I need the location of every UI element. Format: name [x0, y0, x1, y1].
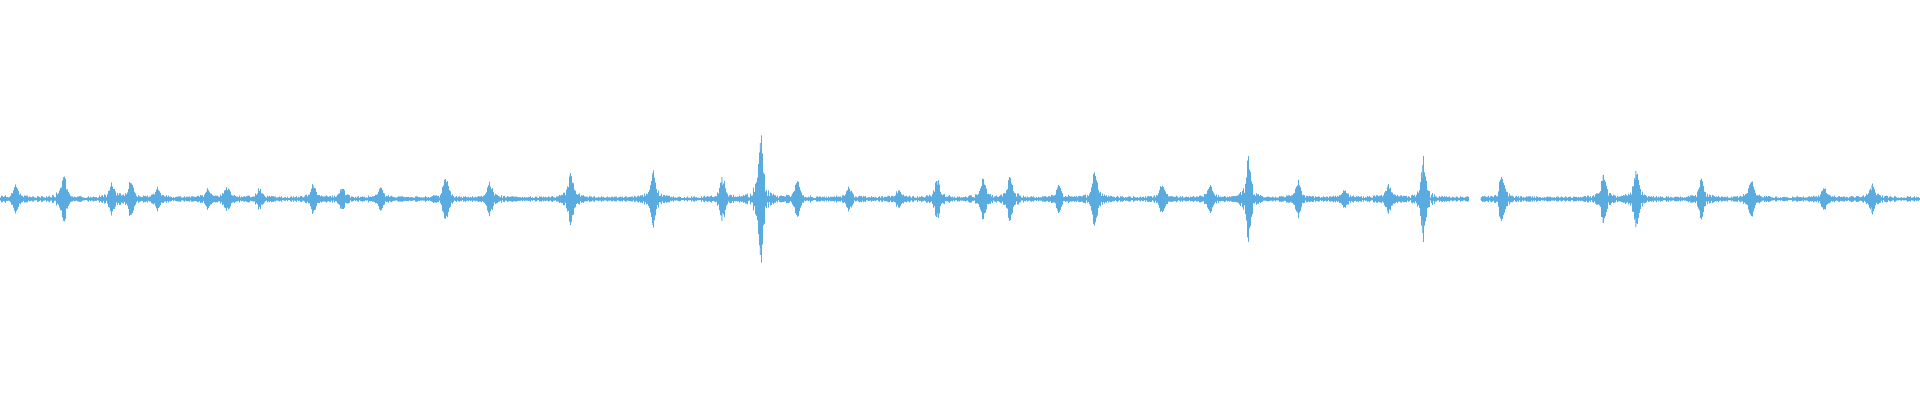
waveform-samples [0, 135, 1920, 263]
waveform-silence-gap [1468, 197, 1481, 201]
waveform-path [0, 135, 1920, 263]
